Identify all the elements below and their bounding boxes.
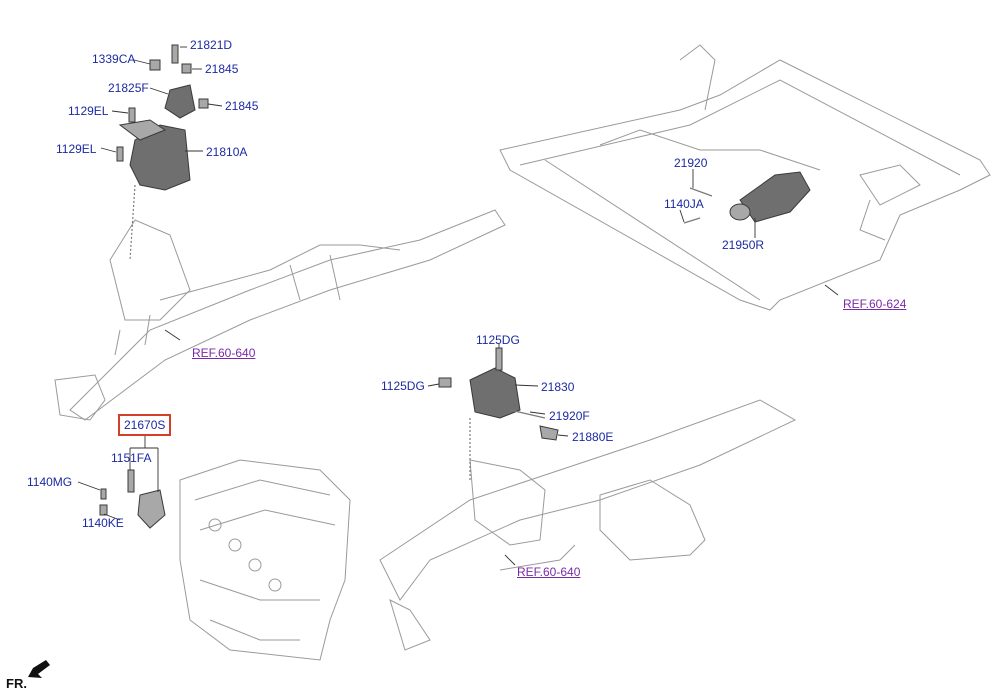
part-label-1140ja: 1140JA [664,197,704,211]
part-label-21920f: 21920F [549,409,590,423]
leader-lines [77,46,839,566]
front-direction-label: FR. [6,676,27,691]
front-direction-arrow-icon [28,660,50,678]
part-label-1129el-upper: 1129EL [68,104,109,118]
part-label-21845-top: 21845 [205,62,239,76]
part-label-1129el-lower: 1129EL [56,142,97,156]
part-label-21670s-highlighted: 21670S [118,414,172,436]
engine-block [179,459,351,661]
part-label-21920: 21920 [674,156,708,170]
roll-mount-21950r [683,171,811,224]
part-label-1125dg-left: 1125DG [381,379,425,393]
part-label-1339ca: 1339CA [92,52,136,66]
bracket-21670s [99,469,166,529]
part-label-21810a: 21810A [206,145,248,159]
part-label-1125dg-top: 1125DG [476,333,520,347]
mount-21830-group [438,347,559,480]
part-label-21821d: 21821D [190,38,233,52]
ref-link-60-640-upper[interactable]: REF.60-640 [192,346,256,360]
part-label-21880e: 21880E [572,430,614,444]
front-subframe [499,44,991,311]
part-label-1140ke: 1140KE [82,516,124,530]
mount-21810a-group [116,44,209,261]
part-label-21845-mid: 21845 [225,99,259,113]
part-label-1151fa: 1151FA [111,451,152,465]
ref-link-60-640-lower[interactable]: REF.60-640 [517,565,581,579]
part-label-21950r: 21950R [722,238,765,252]
right-side-member-lower [379,399,797,651]
ref-link-60-624[interactable]: REF.60-624 [843,297,907,311]
part-label-21830: 21830 [541,380,575,394]
part-label-21825f: 21825F [108,81,149,95]
left-side-member-upper [54,209,506,421]
part-label-1140mg: 1140MG [27,475,73,489]
